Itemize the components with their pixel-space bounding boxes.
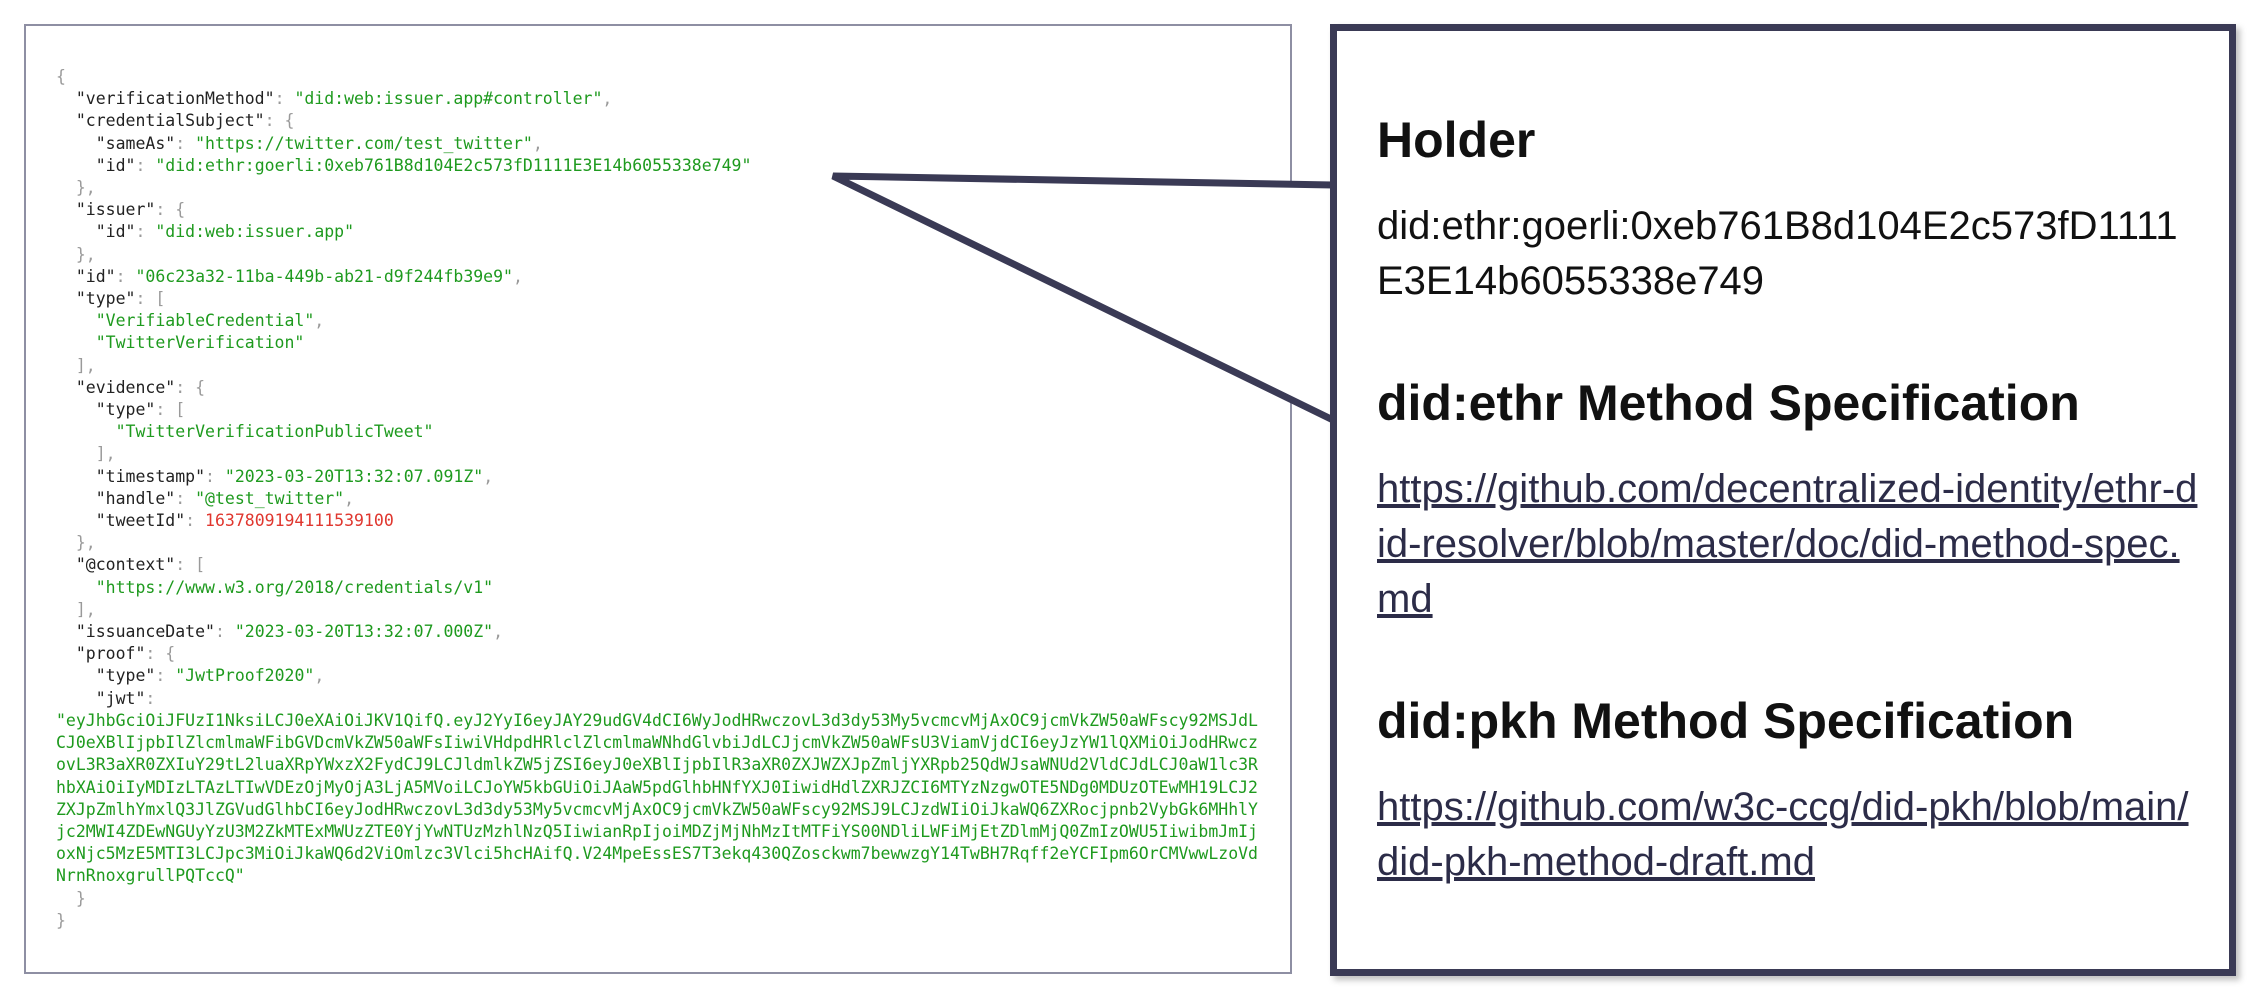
json-key: "verificationMethod" [75, 89, 275, 109]
json-key: "id" [95, 155, 136, 175]
credential-json-panel: { "verificationMethod": "did:web:issuer.… [24, 24, 1292, 974]
json-string: "did:web:issuer.app" [155, 222, 355, 242]
ethr-spec-title: did:ethr Method Specification [1377, 375, 2080, 431]
json-number: 1637809194111539100 [205, 511, 394, 531]
json-string: "https://www.w3.org/2018/credentials/v1" [95, 577, 494, 597]
holder-did-value: did:ethr:goerli:0xeb761B8d104E2c573fD111… [1377, 204, 2178, 303]
json-key: "@context" [75, 555, 176, 575]
json-string: "JwtProof2020" [175, 666, 315, 686]
json-key: "proof" [75, 644, 146, 664]
json-string: "TwitterVerification" [95, 333, 305, 353]
json-key: "id" [75, 266, 116, 286]
json-key: "type" [95, 666, 156, 686]
json-string: "2023-03-20T13:32:07.091Z" [224, 466, 484, 486]
pkh-spec-link[interactable]: https://github.com/w3c-ccg/did-pkh/blob/… [1377, 785, 2189, 884]
json-key: "type" [95, 400, 156, 420]
json-string: "https://twitter.com/test_twitter" [195, 133, 533, 153]
credential-json: { "verificationMethod": "did:web:issuer.… [56, 66, 1290, 932]
holder-did-string: "did:ethr:goerli:0xeb761B8d104E2c573fD11… [155, 155, 752, 175]
holder-title: Holder [1377, 112, 1536, 168]
json-string: "@test_twitter" [195, 488, 345, 508]
json-key: "sameAs" [95, 133, 176, 153]
json-key: "id" [95, 222, 136, 242]
json-key: "issuanceDate" [75, 622, 215, 642]
json-key: "credentialSubject" [75, 111, 265, 131]
json-key: "timestamp" [95, 466, 206, 486]
json-key: "issuer" [75, 200, 156, 220]
json-key: "handle" [95, 488, 176, 508]
json-string: "TwitterVerificationPublicTweet" [115, 422, 434, 442]
json-string: "06c23a32-11ba-449b-ab21-d9f244fb39e9" [135, 266, 514, 286]
json-string: "did:web:issuer.app#controller" [294, 89, 603, 109]
json-key: "evidence" [75, 377, 176, 397]
did-info-panel: Holder did:ethr:goerli:0xeb761B8d104E2c5… [1330, 24, 2236, 976]
json-key: "type" [75, 289, 136, 309]
pkh-spec-title: did:pkh Method Specification [1377, 693, 2075, 749]
json-key: "jwt" [95, 688, 146, 708]
ethr-spec-link[interactable]: https://github.com/decentralized-identit… [1377, 467, 2198, 621]
jwt-token-string: "eyJhbGciOiJFUzI1NksiLCJ0eXAiOiJKV1QifQ.… [56, 710, 1258, 886]
json-key: "tweetId" [95, 511, 186, 531]
json-string: "2023-03-20T13:32:07.000Z" [234, 622, 494, 642]
json-string: "VerifiableCredential" [95, 311, 315, 331]
